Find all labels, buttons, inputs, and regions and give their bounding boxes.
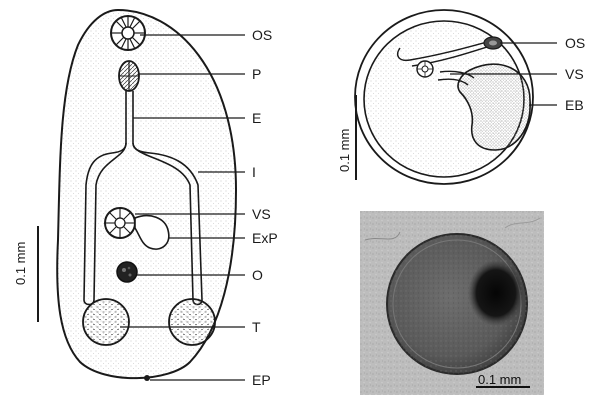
- ventral-sucker: [105, 208, 135, 238]
- scale-text-left: 0.1 mm: [13, 242, 28, 285]
- label-ventral-sucker: VS: [252, 206, 271, 222]
- oral-sucker: [111, 16, 145, 50]
- label-pharynx: P: [252, 66, 261, 82]
- left-worm-diagram: OS P E I VS ExP O T EP 0.1 mm: [13, 10, 278, 388]
- label-ovary: O: [252, 267, 263, 283]
- encysted-stage-diagram: OS VS EB 0.1 mm: [337, 10, 585, 184]
- label-excretory-pouch: ExP: [252, 230, 278, 246]
- testis-right: [169, 299, 215, 345]
- photo-dark-mass: [468, 260, 524, 326]
- label-oral-sucker: OS: [252, 27, 272, 43]
- pharynx: [119, 61, 139, 91]
- label-intestine: I: [252, 164, 256, 180]
- scale-text-cyst: 0.1 mm: [337, 129, 352, 172]
- scale-text-photo: 0.1 mm: [478, 372, 521, 387]
- label-cyst-oral-sucker: OS: [565, 35, 585, 51]
- cyst-ventral-sucker: [417, 61, 433, 77]
- label-esophagus: E: [252, 110, 261, 126]
- testis-left: [83, 299, 129, 345]
- label-cyst-ventral-sucker: VS: [565, 66, 584, 82]
- excretory-pore: [144, 375, 150, 381]
- cyst-oral-sucker: [484, 37, 502, 49]
- label-excretory-bladder: EB: [565, 97, 584, 113]
- ovary: [117, 262, 137, 282]
- label-excretory-pore: EP: [252, 372, 271, 388]
- label-testis: T: [252, 319, 261, 335]
- micrograph-photo: 0.1 mm: [360, 211, 544, 395]
